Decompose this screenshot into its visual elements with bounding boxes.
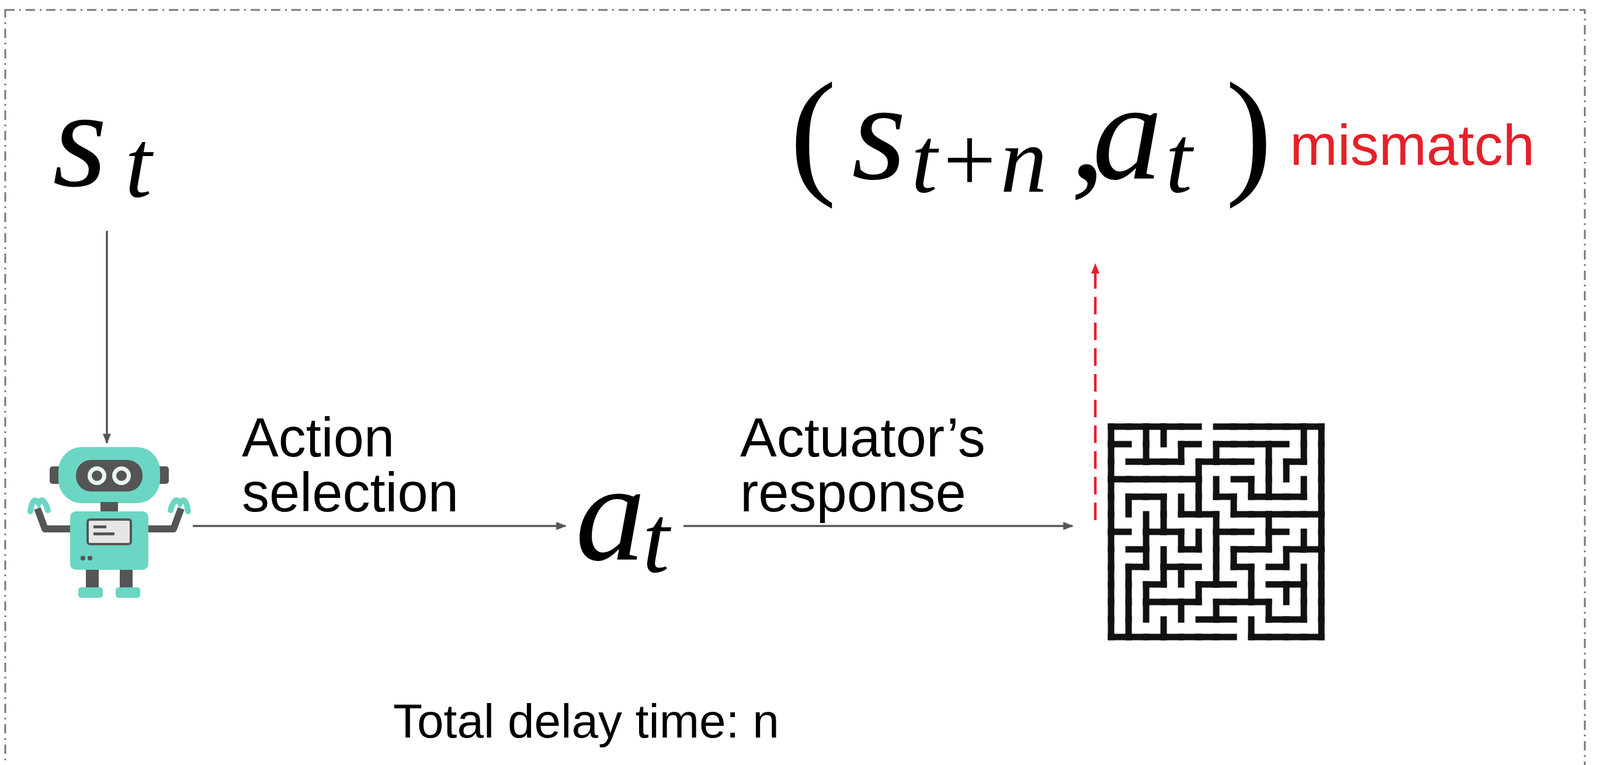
- subscript: t+n: [911, 113, 1047, 207]
- maze-wall: [1233, 528, 1252, 536]
- maze-wall: [1195, 584, 1203, 602]
- input-arrow: [105, 230, 109, 443]
- maze-wall: [1318, 619, 1325, 637]
- subscript: t: [642, 490, 670, 588]
- maze-wall: [1181, 423, 1199, 430]
- maze-wall: [1300, 443, 1308, 462]
- maze-wall: [1213, 601, 1220, 620]
- maze-wall: [1160, 619, 1168, 637]
- mismatch-note: mismatch: [1289, 116, 1535, 174]
- state-symbol: s: [52, 68, 107, 209]
- maze-wall: [1265, 601, 1273, 620]
- maze-wall: [1160, 514, 1168, 532]
- maze-wall: [1178, 531, 1185, 550]
- maze-wall: [1265, 531, 1273, 550]
- maze-wall: [1213, 566, 1220, 585]
- maze-wall: [1300, 601, 1308, 620]
- action-arrow: [192, 524, 566, 527]
- maze-wall: [1230, 496, 1238, 515]
- maze-wall: [1143, 601, 1150, 620]
- maze-wall: [1283, 461, 1290, 480]
- maze-wall: [1300, 479, 1308, 497]
- maze-wall: [1300, 531, 1308, 550]
- maze-wall: [1230, 549, 1238, 567]
- arrow-label: Actuator’s response: [740, 410, 998, 520]
- maze-wall: [1160, 426, 1168, 444]
- subscript: t: [1165, 110, 1193, 208]
- arrow-label: Action selection: [241, 410, 499, 520]
- maze-wall: [1213, 479, 1220, 497]
- maze-wall: [1283, 549, 1290, 567]
- maze-wall: [1143, 443, 1150, 462]
- action-symbol: a: [575, 442, 646, 583]
- caption-note: Total delay time: n: [393, 696, 780, 745]
- maze-wall: [1233, 458, 1252, 465]
- maze-wall: [1125, 496, 1133, 515]
- robot-icon: [30, 446, 189, 598]
- frame-border: [5, 9, 1585, 765]
- maze-wall: [1195, 496, 1203, 515]
- maze-wall: [1265, 479, 1273, 497]
- subscript: t: [125, 115, 152, 213]
- bracket: (: [789, 61, 837, 202]
- maze-wall: [1143, 549, 1150, 567]
- maze-wall: [1125, 619, 1133, 637]
- maze-wall: [1248, 619, 1255, 637]
- maze-wall: [1178, 443, 1185, 462]
- maze-wall: [1178, 601, 1185, 620]
- maze-wall: [1178, 566, 1185, 585]
- maze-wall: [1216, 633, 1234, 641]
- bracket: ): [1225, 61, 1273, 202]
- maze-wall: [1213, 443, 1220, 462]
- maze-picture: [1111, 426, 1322, 637]
- state-symbol: s: [851, 61, 907, 202]
- maze-wall: [1178, 496, 1185, 515]
- maze-wall: [1248, 584, 1255, 602]
- maze-wall: [1195, 531, 1203, 550]
- mismatch-arrow: [1094, 264, 1098, 520]
- maze-wall: [1160, 566, 1168, 585]
- maze-wall: [1283, 584, 1290, 602]
- action-symbol: a: [1092, 61, 1163, 202]
- actuator-arrow: [683, 524, 1073, 527]
- maze-wall: [1248, 479, 1255, 497]
- maze-wall: [1108, 619, 1115, 637]
